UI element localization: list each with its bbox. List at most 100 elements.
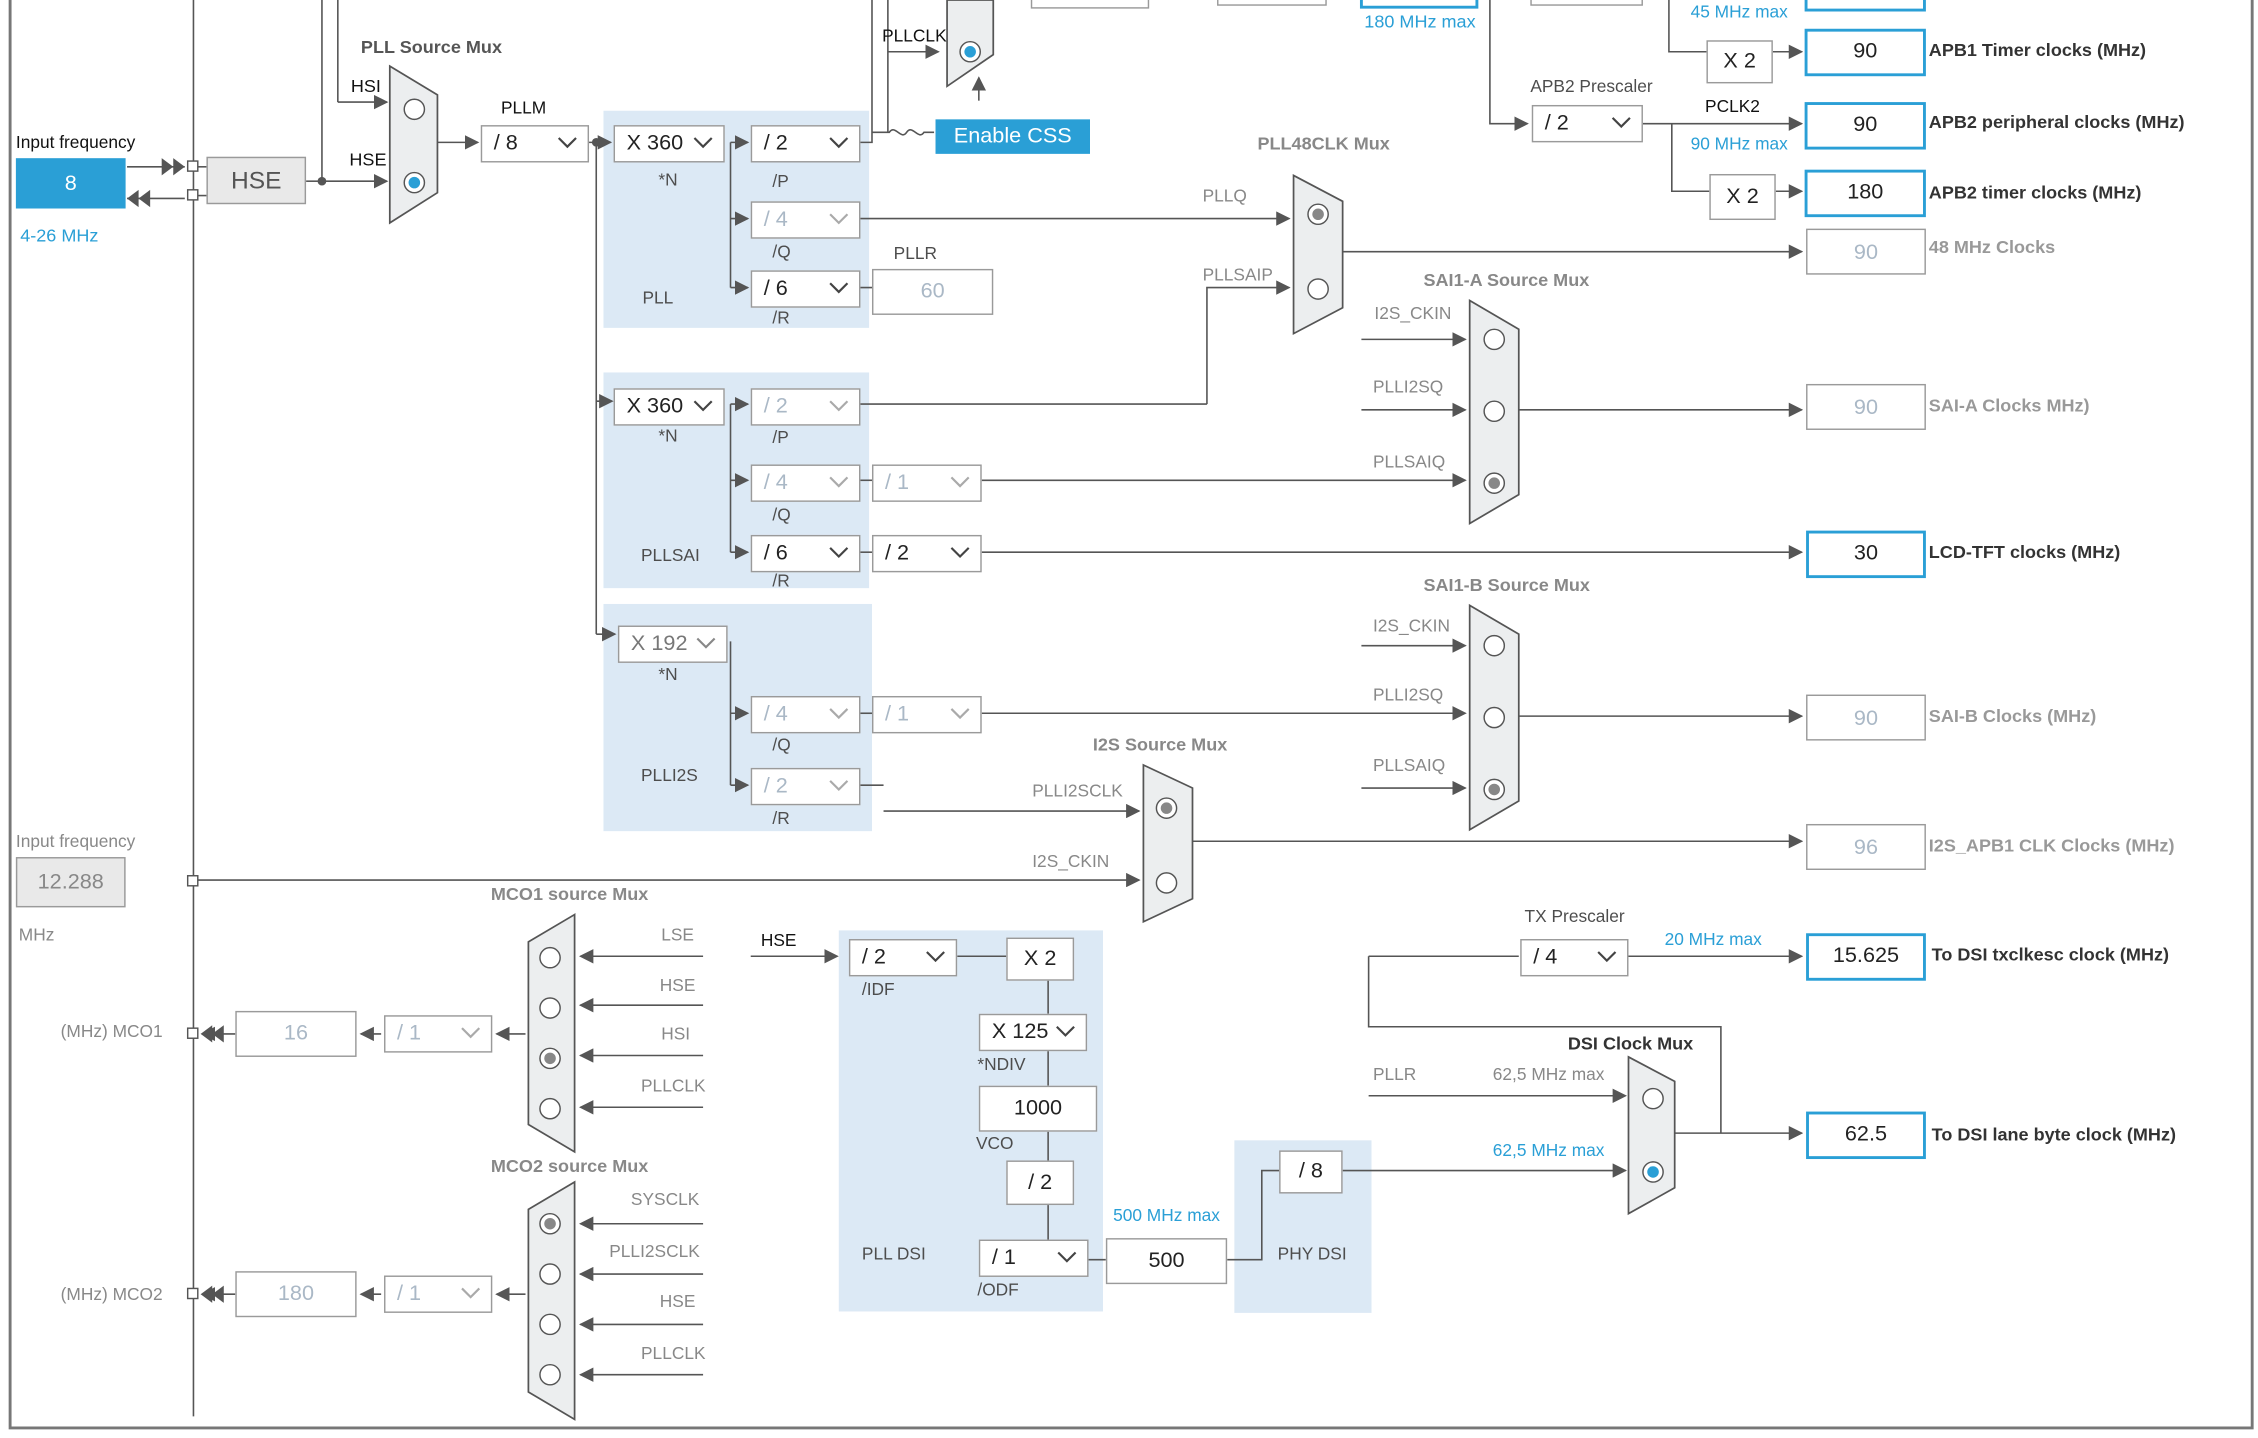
pll-source-hse-label: HSE <box>349 149 387 170</box>
chevron-down-icon <box>461 1287 481 1299</box>
plli2s-q-select[interactable]: / 4 <box>750 695 861 734</box>
pll-dsi-out-value: 500 <box>1105 1238 1228 1285</box>
plli2s-r-select[interactable]: / 2 <box>750 767 861 806</box>
lcd-out-label: LCD-TFT clocks (MHz) <box>1928 542 2121 563</box>
pll-dsi-idf-select[interactable]: / 2 <box>848 939 958 977</box>
dsi-mux-max-b: 62,5 MHz max <box>1492 1140 1605 1161</box>
mco1-in2: HSE <box>659 974 696 996</box>
tx-out-value: 15.625 <box>1806 933 1926 981</box>
plli2s-n-value: X 192 <box>630 631 688 656</box>
mco1-div-value: / 1 <box>397 1020 422 1046</box>
top-box-3 <box>1359 0 1479 9</box>
chevron-down-icon <box>829 213 849 225</box>
pll-q-select[interactable]: / 4 <box>750 201 861 239</box>
pllm-select[interactable]: / 8 <box>480 125 590 163</box>
pllsai-r-div-select[interactable]: / 2 <box>871 534 982 573</box>
hse-block: HSE <box>206 156 307 205</box>
mco2-in4: PLLCLK <box>641 1343 706 1364</box>
pll-q-label: /Q <box>772 241 791 262</box>
chevron-down-icon <box>557 137 577 149</box>
pllsai-name: PLLSAI <box>641 545 700 566</box>
enable-css-button[interactable]: Enable CSS <box>935 119 1090 154</box>
input-frequency-2-field[interactable]: 12.288 <box>15 857 126 908</box>
pll-r-label: /R <box>772 307 790 328</box>
pllsai-n-select[interactable]: X 360 <box>613 388 725 426</box>
mco2-div-select[interactable]: / 1 <box>384 1275 493 1313</box>
pllsai-n-label: *N <box>658 425 678 446</box>
plli2s-q-div-select[interactable]: / 1 <box>871 695 982 734</box>
plli2s-q-label: /Q <box>772 734 791 755</box>
mco2-mux-shape <box>527 1180 576 1421</box>
input-frequency-field[interactable]: 8 <box>15 158 126 209</box>
pllm-value: / 8 <box>493 130 518 156</box>
pll48-in-pllsaip: PLLSAIP <box>1202 264 1273 285</box>
pll-dsi-idf-value: / 2 <box>861 944 886 970</box>
tx-prescaler-value: / 4 <box>1533 944 1558 970</box>
top-box-2 <box>1217 0 1327 6</box>
sai-a-in3: PLLSAIQ <box>1372 451 1446 472</box>
mco1-in1: LSE <box>661 924 694 945</box>
pll-dsi-vco-value: 1000 <box>978 1085 1098 1132</box>
sai-a-out-value: 90 <box>1806 383 1926 430</box>
pllsai-q-select[interactable]: / 4 <box>750 464 861 502</box>
plli2s-q-div-value: / 1 <box>884 701 910 727</box>
pll-r-value: / 6 <box>763 276 788 301</box>
apb2-timer-value: 180 <box>1804 169 1926 218</box>
dsi-lane-out-value: 62.5 <box>1806 1111 1926 1160</box>
pll-dsi-ndiv-select[interactable]: X 125 <box>978 1013 1088 1052</box>
pclk2-label: PCLK2 <box>1705 96 1760 117</box>
plli2s-n-label: *N <box>658 664 678 685</box>
pll-name: PLL <box>642 287 674 308</box>
chevron-down-icon <box>950 708 970 720</box>
pll-p-label: /P <box>772 171 789 192</box>
pll-r-select[interactable]: / 6 <box>750 270 861 308</box>
pllsai-r-select[interactable]: / 6 <box>750 534 861 573</box>
mco1-div-select[interactable]: / 1 <box>384 1015 493 1053</box>
mco2-label: (MHz) MCO2 <box>60 1284 163 1305</box>
pll-n-select[interactable]: X 360 <box>613 125 725 163</box>
chevron-down-icon <box>950 547 970 559</box>
chevron-down-icon <box>461 1027 481 1039</box>
tx-prescaler-select[interactable]: / 4 <box>1520 939 1629 977</box>
mco1-in4: PLLCLK <box>641 1075 706 1096</box>
pllsai-q-label: /Q <box>772 504 791 525</box>
pllsai-q-div-select[interactable]: / 1 <box>871 464 982 502</box>
pll-p-select[interactable]: / 2 <box>750 125 861 163</box>
plli2s-n-select[interactable]: X 192 <box>617 625 728 663</box>
mco1-mux-shape <box>527 913 576 1154</box>
sai-a-in1: I2S_CKIN <box>1374 303 1452 324</box>
pllsai-p-label: /P <box>772 427 789 448</box>
pllsai-n-value: X 360 <box>626 394 684 419</box>
mco1-in3: HSI <box>661 1023 691 1044</box>
pll48-out-label: 48 MHz Clocks <box>1928 237 2056 258</box>
chevron-down-icon <box>829 282 849 294</box>
apb2-peripheral-value: 90 <box>1804 102 1926 150</box>
input-frequency-2-label: Input frequency <box>15 831 136 852</box>
chevron-down-icon <box>829 137 849 149</box>
pll-source-mux-shape <box>388 64 439 225</box>
pll48-mux-title: PLL48CLK Mux <box>1257 133 1390 154</box>
pll-dsi-odf-value: / 1 <box>991 1245 1016 1270</box>
pll-dsi-div2-box: / 2 <box>1006 1160 1075 1206</box>
tx-max-label: 20 MHz max <box>1664 928 1762 950</box>
i2s-mux-shape <box>1142 763 1194 924</box>
dsi-mux-max-a: 62,5 MHz max <box>1492 1064 1605 1085</box>
plli2s-r-value: / 2 <box>763 773 788 799</box>
apb2-prescaler-select[interactable]: / 2 <box>1531 104 1643 143</box>
chevron-down-icon <box>1056 1025 1075 1037</box>
lcd-out-value: 30 <box>1806 530 1926 579</box>
pllsai-p-select[interactable]: / 2 <box>750 388 861 426</box>
pllr-value: 60 <box>871 268 994 315</box>
dsi-mux-title: DSI Clock Mux <box>1567 1033 1694 1055</box>
dsi-lane-out-label: To DSI lane byte clock (MHz) <box>1931 1124 2177 1145</box>
mco2-in3: HSE <box>659 1291 696 1312</box>
pll-dsi-odf-label: /ODF <box>977 1279 1019 1300</box>
pll-source-hsi-label: HSI <box>350 76 381 97</box>
top-box-4 <box>1530 0 1643 6</box>
pll-dsi-odf-select[interactable]: / 1 <box>978 1239 1089 1277</box>
chevron-down-icon <box>693 137 713 149</box>
pll-n-label: *N <box>658 169 678 190</box>
pll-dsi-hse-label: HSE <box>760 930 797 951</box>
